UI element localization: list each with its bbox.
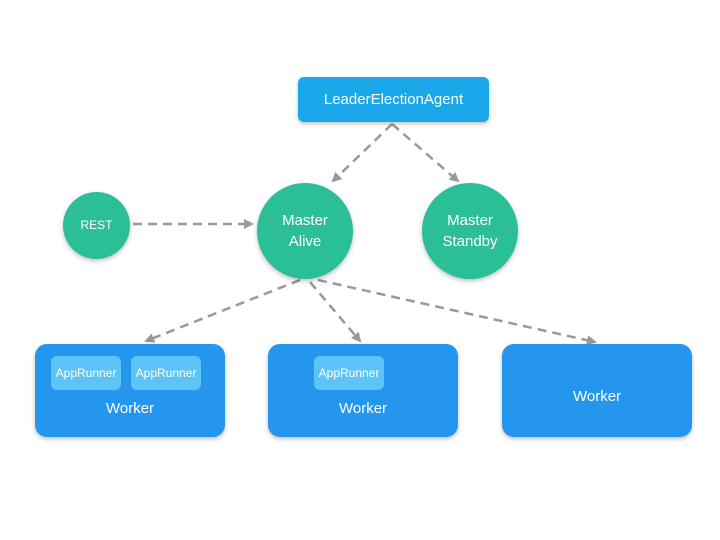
worker-node-3[interactable]: Worker [502, 344, 692, 437]
master-alive-line1: Master [282, 212, 328, 229]
leader-election-agent-label: LeaderElectionAgent [323, 91, 464, 108]
worker-label: Worker [105, 400, 155, 417]
app-runner-label: AppRunner [318, 366, 380, 380]
app-runner-label: AppRunner [55, 366, 117, 380]
app-runner-1b[interactable]: AppRunner [131, 356, 201, 390]
app-runner-2a[interactable]: AppRunner [314, 356, 384, 390]
app-runner-label: AppRunner [135, 366, 197, 380]
worker-label: Worker [572, 388, 622, 405]
rest-node[interactable]: REST [63, 192, 130, 259]
app-runner-1a[interactable]: AppRunner [51, 356, 121, 390]
master-standby-node[interactable]: Master Standby [422, 183, 518, 279]
master-standby-line2: Standby [442, 233, 498, 250]
worker-node-1[interactable]: AppRunner AppRunner Worker [35, 344, 225, 437]
arrow-master-to-worker-1 [144, 278, 301, 343]
master-standby-line1: Master [447, 212, 493, 229]
arrow-agent-to-master-standby [391, 123, 460, 183]
worker-label: Worker [338, 400, 388, 417]
arrow-agent-to-master-alive [331, 123, 393, 183]
worker-node-2[interactable]: AppRunner Worker [268, 344, 458, 437]
master-alive-line2: Alive [288, 233, 322, 250]
leader-election-agent-node[interactable]: LeaderElectionAgent [298, 77, 489, 122]
master-alive-node[interactable]: Master Alive [257, 183, 353, 279]
rest-label: REST [80, 218, 113, 232]
arrow-master-to-worker-3 [317, 278, 597, 346]
arrow-master-to-worker-2 [309, 281, 362, 343]
